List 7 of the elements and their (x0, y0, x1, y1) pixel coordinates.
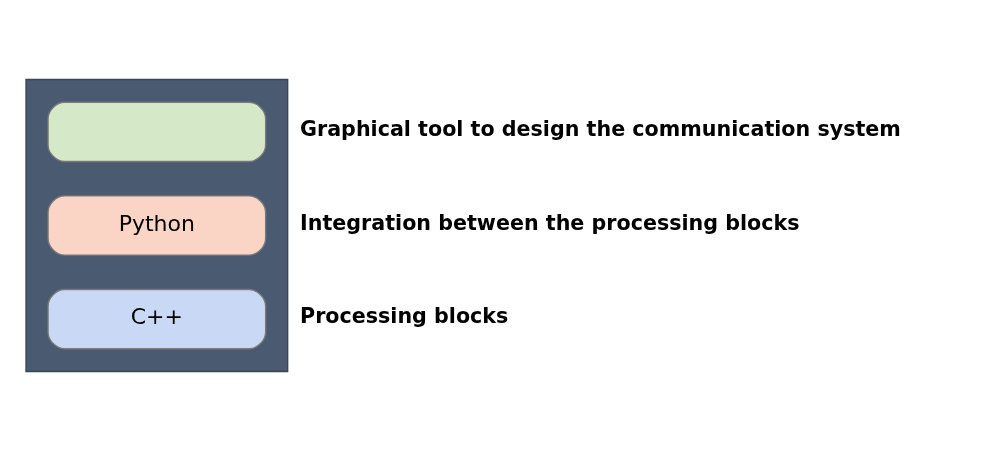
node-label: Graphical tool to design the communication system (300, 116, 901, 141)
cluster (25, 78, 289, 372)
node-label: Integration between the processing blocks (300, 210, 800, 235)
node-box: C++ (47, 288, 267, 349)
node-box (47, 101, 267, 162)
node-label: Processing blocks (300, 303, 509, 328)
node-box: Python (47, 194, 267, 256)
